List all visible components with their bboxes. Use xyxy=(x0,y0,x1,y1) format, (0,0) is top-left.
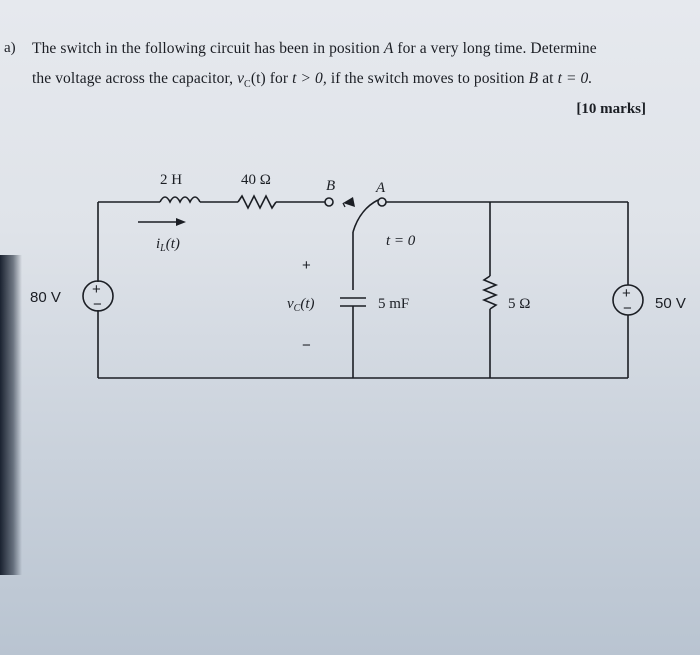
source-50v-plus: + xyxy=(622,285,631,302)
resistor-40-label: 40 Ω xyxy=(241,172,271,188)
question-line-1: The switch in the following circuit has … xyxy=(32,40,597,57)
switch-time-label: t = 0 xyxy=(386,233,416,249)
question-label: a) xyxy=(4,40,16,56)
source-80v-circle xyxy=(82,280,114,312)
resistor-5-zigzag xyxy=(481,275,499,310)
source-80v-minus: − xyxy=(93,296,102,313)
capacitor-voltage-label: vC(t) xyxy=(287,296,315,314)
marks-label: [10 marks] xyxy=(576,101,646,117)
source-80v-plus: + xyxy=(92,281,101,298)
source-80v-label: 80 V xyxy=(30,289,61,306)
switch-blade xyxy=(352,199,379,233)
capacitor-plus-sign: + xyxy=(302,257,311,274)
source-50v-minus: − xyxy=(623,300,632,317)
terminal-a xyxy=(377,197,387,207)
capacitor-value-label: 5 mF xyxy=(378,296,409,312)
switch-b-label: B xyxy=(326,178,335,194)
switch-arrow-tail xyxy=(342,202,346,208)
question-line-2: the voltage across the capacitor, vC(t) … xyxy=(32,70,593,91)
resistor-40-zigzag xyxy=(237,194,277,210)
switch-a-label: A xyxy=(375,180,386,196)
capacitor-minus-sign: − xyxy=(302,337,311,354)
source-50v-circle xyxy=(612,284,644,316)
inductor-coil xyxy=(159,196,201,204)
current-label: iL(t) xyxy=(156,236,180,254)
inductor-label: 2 H xyxy=(160,172,182,188)
terminal-b xyxy=(324,197,334,207)
resistor-5-label: 5 Ω xyxy=(508,296,530,312)
page-shadow xyxy=(0,255,22,575)
current-arrow-head xyxy=(176,218,186,226)
switch-arrow-head xyxy=(343,197,355,207)
source-50v-label: 50 V xyxy=(655,295,686,312)
